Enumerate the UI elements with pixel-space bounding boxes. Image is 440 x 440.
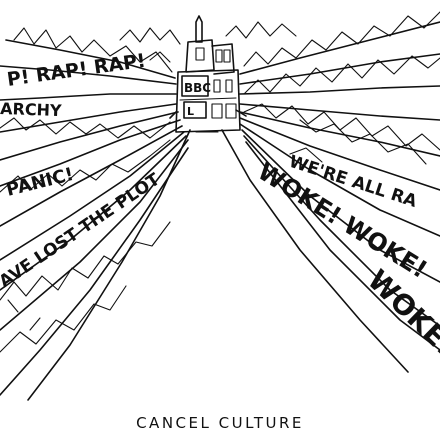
building-sign-text: L bbox=[187, 105, 194, 118]
banner-archy: ARCHY bbox=[0, 99, 62, 120]
banner-rap: P! RAP! RAP! bbox=[6, 50, 147, 91]
right-banners bbox=[239, 11, 440, 351]
top-scribbles bbox=[119, 21, 297, 63]
bbc-sign-text: BBC bbox=[184, 81, 211, 95]
cartoon-caption: CANCEL CULTURE bbox=[136, 414, 304, 432]
banner-woke-3: WOKE!3 bbox=[361, 263, 440, 375]
bbc-sign bbox=[181, 75, 209, 97]
bbc-building: BBC L bbox=[169, 15, 247, 133]
banner-panic: PANIC! bbox=[4, 164, 76, 201]
left-banners bbox=[0, 27, 189, 396]
